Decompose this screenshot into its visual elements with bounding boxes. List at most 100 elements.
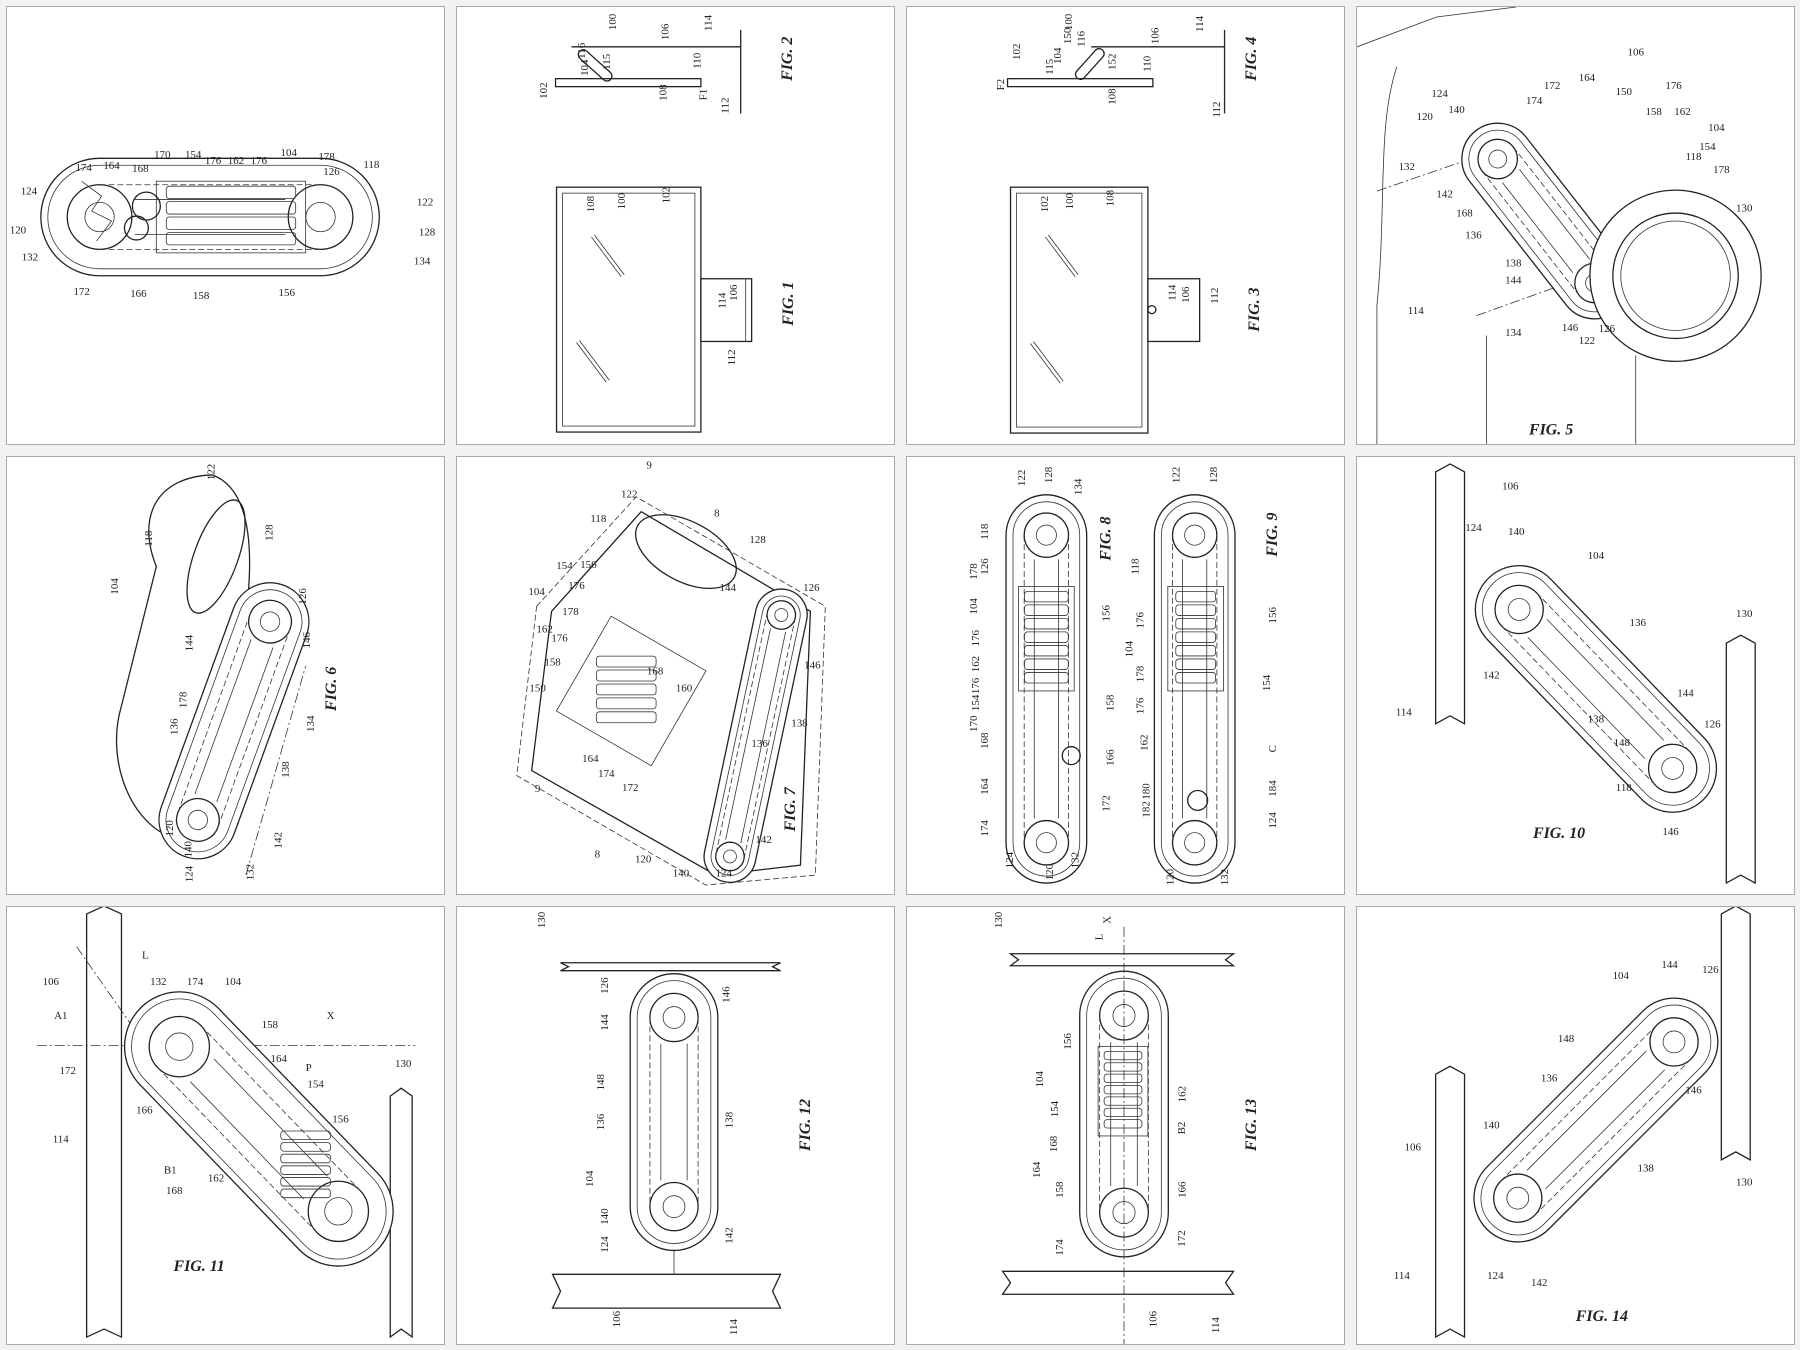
reference-numeral: 115 [601, 53, 613, 70]
reference-numeral: F1 [697, 89, 709, 101]
reference-numeral: 148 [1614, 737, 1631, 749]
reference-numeral: 106 [660, 23, 672, 40]
reference-numeral: 124 [184, 865, 196, 882]
reference-numeral: 114 [1408, 305, 1425, 317]
reference-numeral: 140 [1483, 1120, 1500, 1132]
reference-numeral: 174 [75, 162, 92, 174]
reference-numeral: 128 [263, 524, 275, 541]
reference-numeral: 122 [417, 197, 433, 209]
drawing-linework [40, 157, 380, 277]
reference-numeral: 184 [1267, 780, 1279, 797]
figure-caption: FIG. 2 [779, 37, 796, 82]
reference-numeral: 178 [318, 151, 335, 163]
reference-numeral: A1 [54, 1010, 67, 1022]
reference-numeral: 8 [714, 507, 720, 519]
reference-numeral: 172 [73, 286, 89, 298]
reference-numeral: B2 [1176, 1122, 1188, 1135]
reference-numeral: 134 [1073, 478, 1085, 495]
reference-numeral: 124 [21, 186, 38, 198]
reference-numeral: 104 [528, 586, 545, 598]
reference-numeral: B1 [164, 1164, 177, 1176]
reference-numeral: 138 [791, 717, 808, 729]
drawing-linework [1357, 7, 1762, 444]
reference-numeral: 104 [1708, 122, 1725, 134]
figure-caption: FIG. 7 [782, 786, 799, 832]
reference-numeral: 140 [1448, 104, 1465, 116]
reference-numeral: 178 [1713, 164, 1730, 176]
reference-numeral: 114 [1194, 15, 1206, 32]
figure-caption: FIG. 3 [1246, 287, 1263, 332]
reference-numeral: 158 [1645, 106, 1662, 118]
reference-numeral: 100 [1063, 13, 1075, 30]
reference-numeral: 104 [584, 1170, 596, 1187]
reference-numeral: 148 [595, 1073, 607, 1090]
reference-numeral: 168 [1048, 1135, 1060, 1152]
reference-numeral: 124 [1465, 522, 1482, 534]
reference-numeral: L [1094, 933, 1106, 940]
reference-numeral: 114 [1396, 706, 1413, 718]
reference-numeral: 130 [536, 911, 548, 928]
reference-numeral: 9 [646, 459, 652, 471]
reference-numeral: 158 [262, 1019, 279, 1031]
figure-caption: FIG. 1 [780, 282, 797, 327]
reference-numeral: 106 [1628, 46, 1645, 58]
reference-numeral: 144 [599, 1014, 611, 1031]
reference-numeral: 176 [251, 155, 268, 167]
drawing-linework [1001, 926, 1236, 1344]
reference-numeral: 104 [1034, 1070, 1046, 1087]
reference-numeral: 126 [803, 582, 820, 594]
reference-numeral: 122 [621, 488, 637, 500]
reference-numeral: 108 [585, 195, 597, 212]
reference-numeral: X [327, 1010, 335, 1022]
reference-numeral: 126 [599, 977, 611, 994]
reference-numeral: 126 [323, 166, 340, 178]
reference-numeral: 162 [228, 155, 244, 167]
reference-numeral: 116 [576, 42, 588, 59]
reference-numeral: 140 [599, 1208, 611, 1225]
reference-numeral: 156 [1267, 607, 1279, 624]
reference-numeral: 124 [1487, 1270, 1504, 1282]
reference-numeral: 172 [1544, 80, 1560, 92]
reference-numeral: 134 [1505, 327, 1522, 339]
reference-numeral: 172 [1101, 795, 1113, 811]
reference-numeral: 122 [206, 464, 218, 480]
reference-numeral: 130 [993, 911, 1005, 928]
reference-numeral: 120 [1044, 863, 1056, 880]
reference-numeral: 120 [1164, 868, 1176, 885]
reference-numeral: 106 [1180, 286, 1192, 303]
figure-caption: FIG. 5 [1528, 422, 1573, 439]
reference-numeral: 104 [1123, 640, 1135, 657]
reference-numeral: 154 [1261, 674, 1273, 691]
reference-numeral: 142 [723, 1227, 735, 1243]
reference-numeral: 146 [1562, 322, 1579, 334]
reference-numeral: 136 [169, 718, 181, 735]
reference-numeral: 158 [1105, 694, 1117, 711]
reference-numeral: 118 [143, 530, 155, 547]
reference-numeral: 106 [1502, 480, 1519, 492]
reference-numeral: 132 [1070, 852, 1082, 868]
drawing-linework [516, 496, 826, 886]
reference-numeral: 112 [726, 349, 738, 365]
reference-numeral: 162 [208, 1172, 224, 1184]
reference-numeral: 110 [691, 52, 703, 69]
reference-numeral: 100 [607, 13, 619, 30]
reference-numeral: 156 [1101, 605, 1113, 622]
drawing-linework [1434, 907, 1751, 1339]
reference-numeral: 138 [723, 1111, 735, 1128]
reference-numeral: 142 [1483, 670, 1499, 682]
reference-numeral: 164 [1031, 1161, 1043, 1178]
reference-numeral: 176 [1134, 697, 1146, 714]
reference-numeral: 180 [1140, 783, 1152, 800]
reference-numeral: 124 [716, 868, 733, 880]
drawing-linework [1005, 494, 1236, 884]
reference-numeral: 156 [1062, 1033, 1074, 1050]
reference-numeral: 152 [1107, 54, 1119, 70]
